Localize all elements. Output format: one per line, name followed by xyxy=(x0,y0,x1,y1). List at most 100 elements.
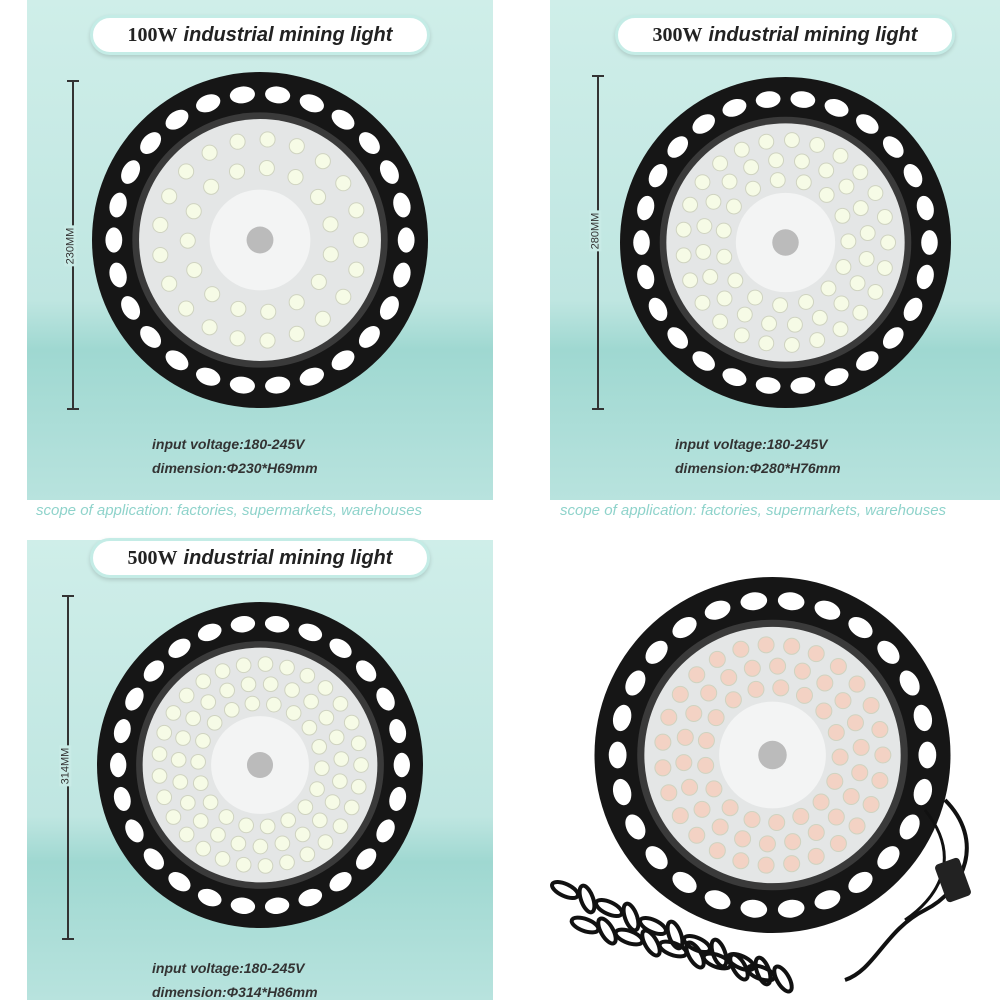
led-chip xyxy=(838,178,855,195)
led-chip xyxy=(732,640,750,658)
led-chip xyxy=(285,705,302,721)
height-label: 280MM xyxy=(589,210,602,252)
led-chip xyxy=(833,295,850,312)
led-chip xyxy=(229,133,246,150)
vent-hole xyxy=(633,230,650,255)
led-chip xyxy=(743,659,761,677)
led-chip xyxy=(758,335,775,352)
led-chip xyxy=(240,676,257,693)
led-chip xyxy=(716,290,733,307)
vent-hole xyxy=(637,195,655,221)
vent-hole xyxy=(612,778,632,806)
led-chip xyxy=(262,676,279,693)
vent-hole xyxy=(672,871,697,893)
led-chip xyxy=(848,817,866,835)
led-chip xyxy=(201,144,218,161)
title-label: industrial mining light xyxy=(708,23,918,46)
chain-and-cable xyxy=(550,798,971,994)
led-chip xyxy=(675,754,693,772)
scope-text: scope of application: factories, superma… xyxy=(560,502,947,519)
led-chip xyxy=(310,273,327,290)
vent-hole xyxy=(824,98,849,117)
vent-hole xyxy=(882,327,904,349)
vent-hole xyxy=(265,86,291,104)
led-chip xyxy=(230,300,247,317)
led-chip xyxy=(715,222,732,239)
vent-hole xyxy=(397,227,415,253)
vent-hole xyxy=(777,899,805,918)
led-chip xyxy=(711,818,729,836)
vent-hole xyxy=(916,264,934,290)
led-chip xyxy=(294,826,311,843)
vent-hole xyxy=(899,814,920,840)
led-chip xyxy=(724,691,742,709)
vent-hole xyxy=(645,846,668,870)
vent-hole xyxy=(856,351,879,371)
led-chip xyxy=(333,751,350,767)
vent-hole xyxy=(356,660,377,682)
led-chip xyxy=(786,316,803,333)
vent-hole xyxy=(229,86,255,104)
vent-hole xyxy=(612,704,632,732)
vent-hole xyxy=(121,296,141,320)
led-chip xyxy=(693,800,711,818)
led-chip xyxy=(654,759,672,777)
led-chip xyxy=(736,306,753,323)
led-chip xyxy=(301,719,318,736)
led-chip xyxy=(743,810,761,828)
vent-hole xyxy=(197,623,222,642)
led-chip xyxy=(314,153,331,170)
led-chip xyxy=(165,809,182,825)
led-chip xyxy=(266,696,282,713)
led-chip xyxy=(203,178,220,195)
led-chip xyxy=(697,732,715,750)
led-chip xyxy=(238,817,254,834)
led-chip xyxy=(299,846,316,863)
led-chip xyxy=(350,735,367,752)
led-chip xyxy=(675,247,692,264)
vent-hole xyxy=(667,327,689,349)
led-chip xyxy=(732,852,750,870)
led-chip xyxy=(214,851,231,867)
led-chip xyxy=(279,854,295,871)
led-chip xyxy=(793,662,811,680)
vent-hole xyxy=(824,368,849,387)
led-chip xyxy=(809,332,826,349)
vent-hole xyxy=(393,752,410,778)
vent-hole xyxy=(140,325,162,348)
led-chip xyxy=(260,303,277,320)
led-chip xyxy=(685,704,703,722)
vent-hole xyxy=(777,592,805,611)
vent-hole xyxy=(379,296,399,320)
led-chip xyxy=(185,710,202,727)
vent-hole xyxy=(376,819,395,843)
led-chip xyxy=(318,709,335,726)
led-chip xyxy=(757,856,775,874)
led-chip xyxy=(772,297,789,314)
height-label: 314MM xyxy=(59,745,72,787)
led-chip xyxy=(761,315,778,332)
led-chip xyxy=(745,180,761,197)
led-chip xyxy=(707,709,725,727)
led-chip xyxy=(705,193,722,210)
led-chip xyxy=(317,834,334,850)
led-chip xyxy=(288,138,305,155)
led-chip xyxy=(324,794,341,810)
led-chip xyxy=(815,702,833,720)
led-chip xyxy=(852,200,869,217)
vent-hole xyxy=(722,98,747,117)
led-chip xyxy=(675,221,692,238)
led-chip xyxy=(280,812,297,828)
led-chip xyxy=(178,163,195,180)
vent-hole xyxy=(121,160,141,184)
led-chip xyxy=(223,702,240,718)
led-chip xyxy=(720,668,738,687)
led-chip xyxy=(708,650,726,668)
led-chip xyxy=(332,696,349,712)
vent-hole xyxy=(667,136,689,158)
led-chip xyxy=(697,756,715,774)
led-chip xyxy=(681,778,699,796)
vent-hole xyxy=(692,114,715,134)
led-chip xyxy=(178,826,195,843)
